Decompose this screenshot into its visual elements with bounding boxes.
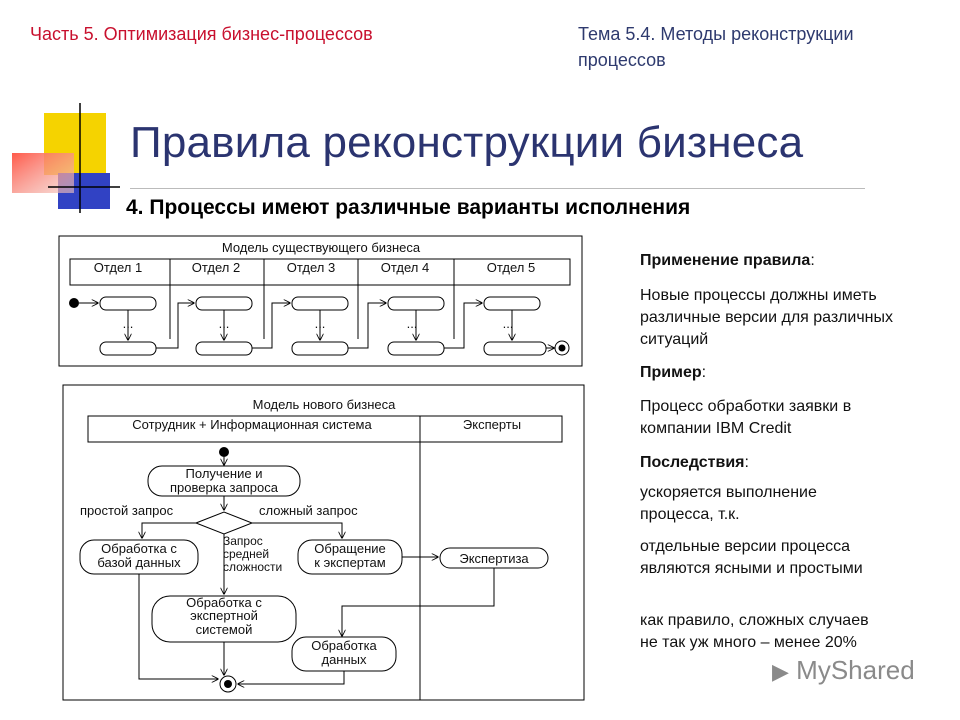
lane-employee-system: Сотрудник + Информационная система (132, 417, 372, 432)
svg-text:Обработка с: Обработка с (186, 595, 262, 610)
consequences-heading: Последствия: (640, 454, 749, 471)
activity-bottom-5 (483, 341, 547, 356)
activity-bottom-1 (99, 341, 157, 356)
svg-text:проверка запроса: проверка запроса (170, 480, 279, 495)
svg-text:к экспертам: к экспертам (314, 555, 386, 570)
lane-dept-1: Отдел 1 (94, 260, 142, 275)
section-header: Часть 5. Оптимизация бизнес-процессов (30, 24, 373, 44)
svg-text:экспертной: экспертной (190, 608, 258, 623)
consequence-3: как правило, сложных случаев не так уж м… (640, 612, 869, 651)
activity-top-1 (99, 296, 157, 311)
svg-text:системой: системой (196, 622, 253, 637)
existing-business-diagram: Модель существующего бизнеса Отдел 1 Отд… (58, 235, 583, 367)
ellipsis-5: ... (503, 316, 514, 331)
svg-text:Обработка с: Обработка с (101, 541, 177, 556)
watermark: ▶ MyShared (772, 655, 915, 685)
topic-header-line2: процессов (578, 50, 666, 70)
lane-dept-5: Отдел 5 (487, 260, 535, 275)
activity-top-3 (291, 296, 349, 311)
branch-medium-label-1: Запрос (223, 534, 263, 548)
topic-header-line1: Тема 5.4. Методы реконструкции (578, 24, 854, 44)
activity-bottom-4 (387, 341, 445, 356)
svg-text:Получение и: Получение и (186, 466, 263, 481)
application-text: Новые процессы должны иметь различные ве… (640, 287, 893, 348)
svg-text:Экспертиза: Экспертиза (459, 551, 529, 566)
new-start-node (219, 447, 229, 457)
activity-top-5 (483, 296, 541, 311)
branch-medium-label-3: сложности (223, 560, 282, 574)
example-heading: Пример: (640, 364, 707, 381)
lane-dept-2: Отдел 2 (192, 260, 240, 275)
start-node (69, 298, 79, 308)
lane-experts: Эксперты (463, 417, 521, 432)
watermark-play-icon: ▶ (772, 659, 789, 684)
rule-subtitle: 4. Процессы имеют различные варианты исп… (126, 196, 691, 219)
activity-top-2 (195, 296, 253, 311)
svg-text:Обработка: Обработка (311, 638, 377, 653)
new-diagram-title: Модель нового бизнеса (253, 397, 397, 412)
title-divider (130, 188, 865, 189)
example-text: Процесс обработки заявки в компании IBM … (640, 398, 852, 437)
existing-diagram-title: Модель существующего бизнеса (222, 240, 421, 255)
new-business-diagram: Модель нового бизнеса Сотрудник + Информ… (62, 384, 585, 701)
page-title: Правила реконструкции бизнеса (130, 118, 804, 167)
consequence-1: ускоряется выполнение процесса, т.к. (640, 484, 817, 523)
decorative-squares-logo (12, 103, 120, 213)
activity-bottom-2 (195, 341, 253, 356)
activity-top-4 (387, 296, 445, 311)
svg-text:базой данных: базой данных (97, 555, 181, 570)
ellipsis-4: ... (407, 316, 418, 331)
application-heading: Применение правила: (640, 252, 815, 269)
branch-complex-label: сложный запрос (259, 503, 358, 518)
svg-text:Обращение: Обращение (314, 541, 385, 556)
consequence-2: отдельные версии процесса являются ясным… (640, 538, 863, 577)
branch-medium-label-2: средней (223, 547, 269, 561)
branch-simple-label: простой запрос (80, 503, 174, 518)
decision-diamond (194, 511, 254, 535)
lane-dept-4: Отдел 4 (381, 260, 429, 275)
activity-bottom-3 (291, 341, 349, 356)
lane-dept-3: Отдел 3 (287, 260, 335, 275)
svg-text:данных: данных (321, 652, 367, 667)
